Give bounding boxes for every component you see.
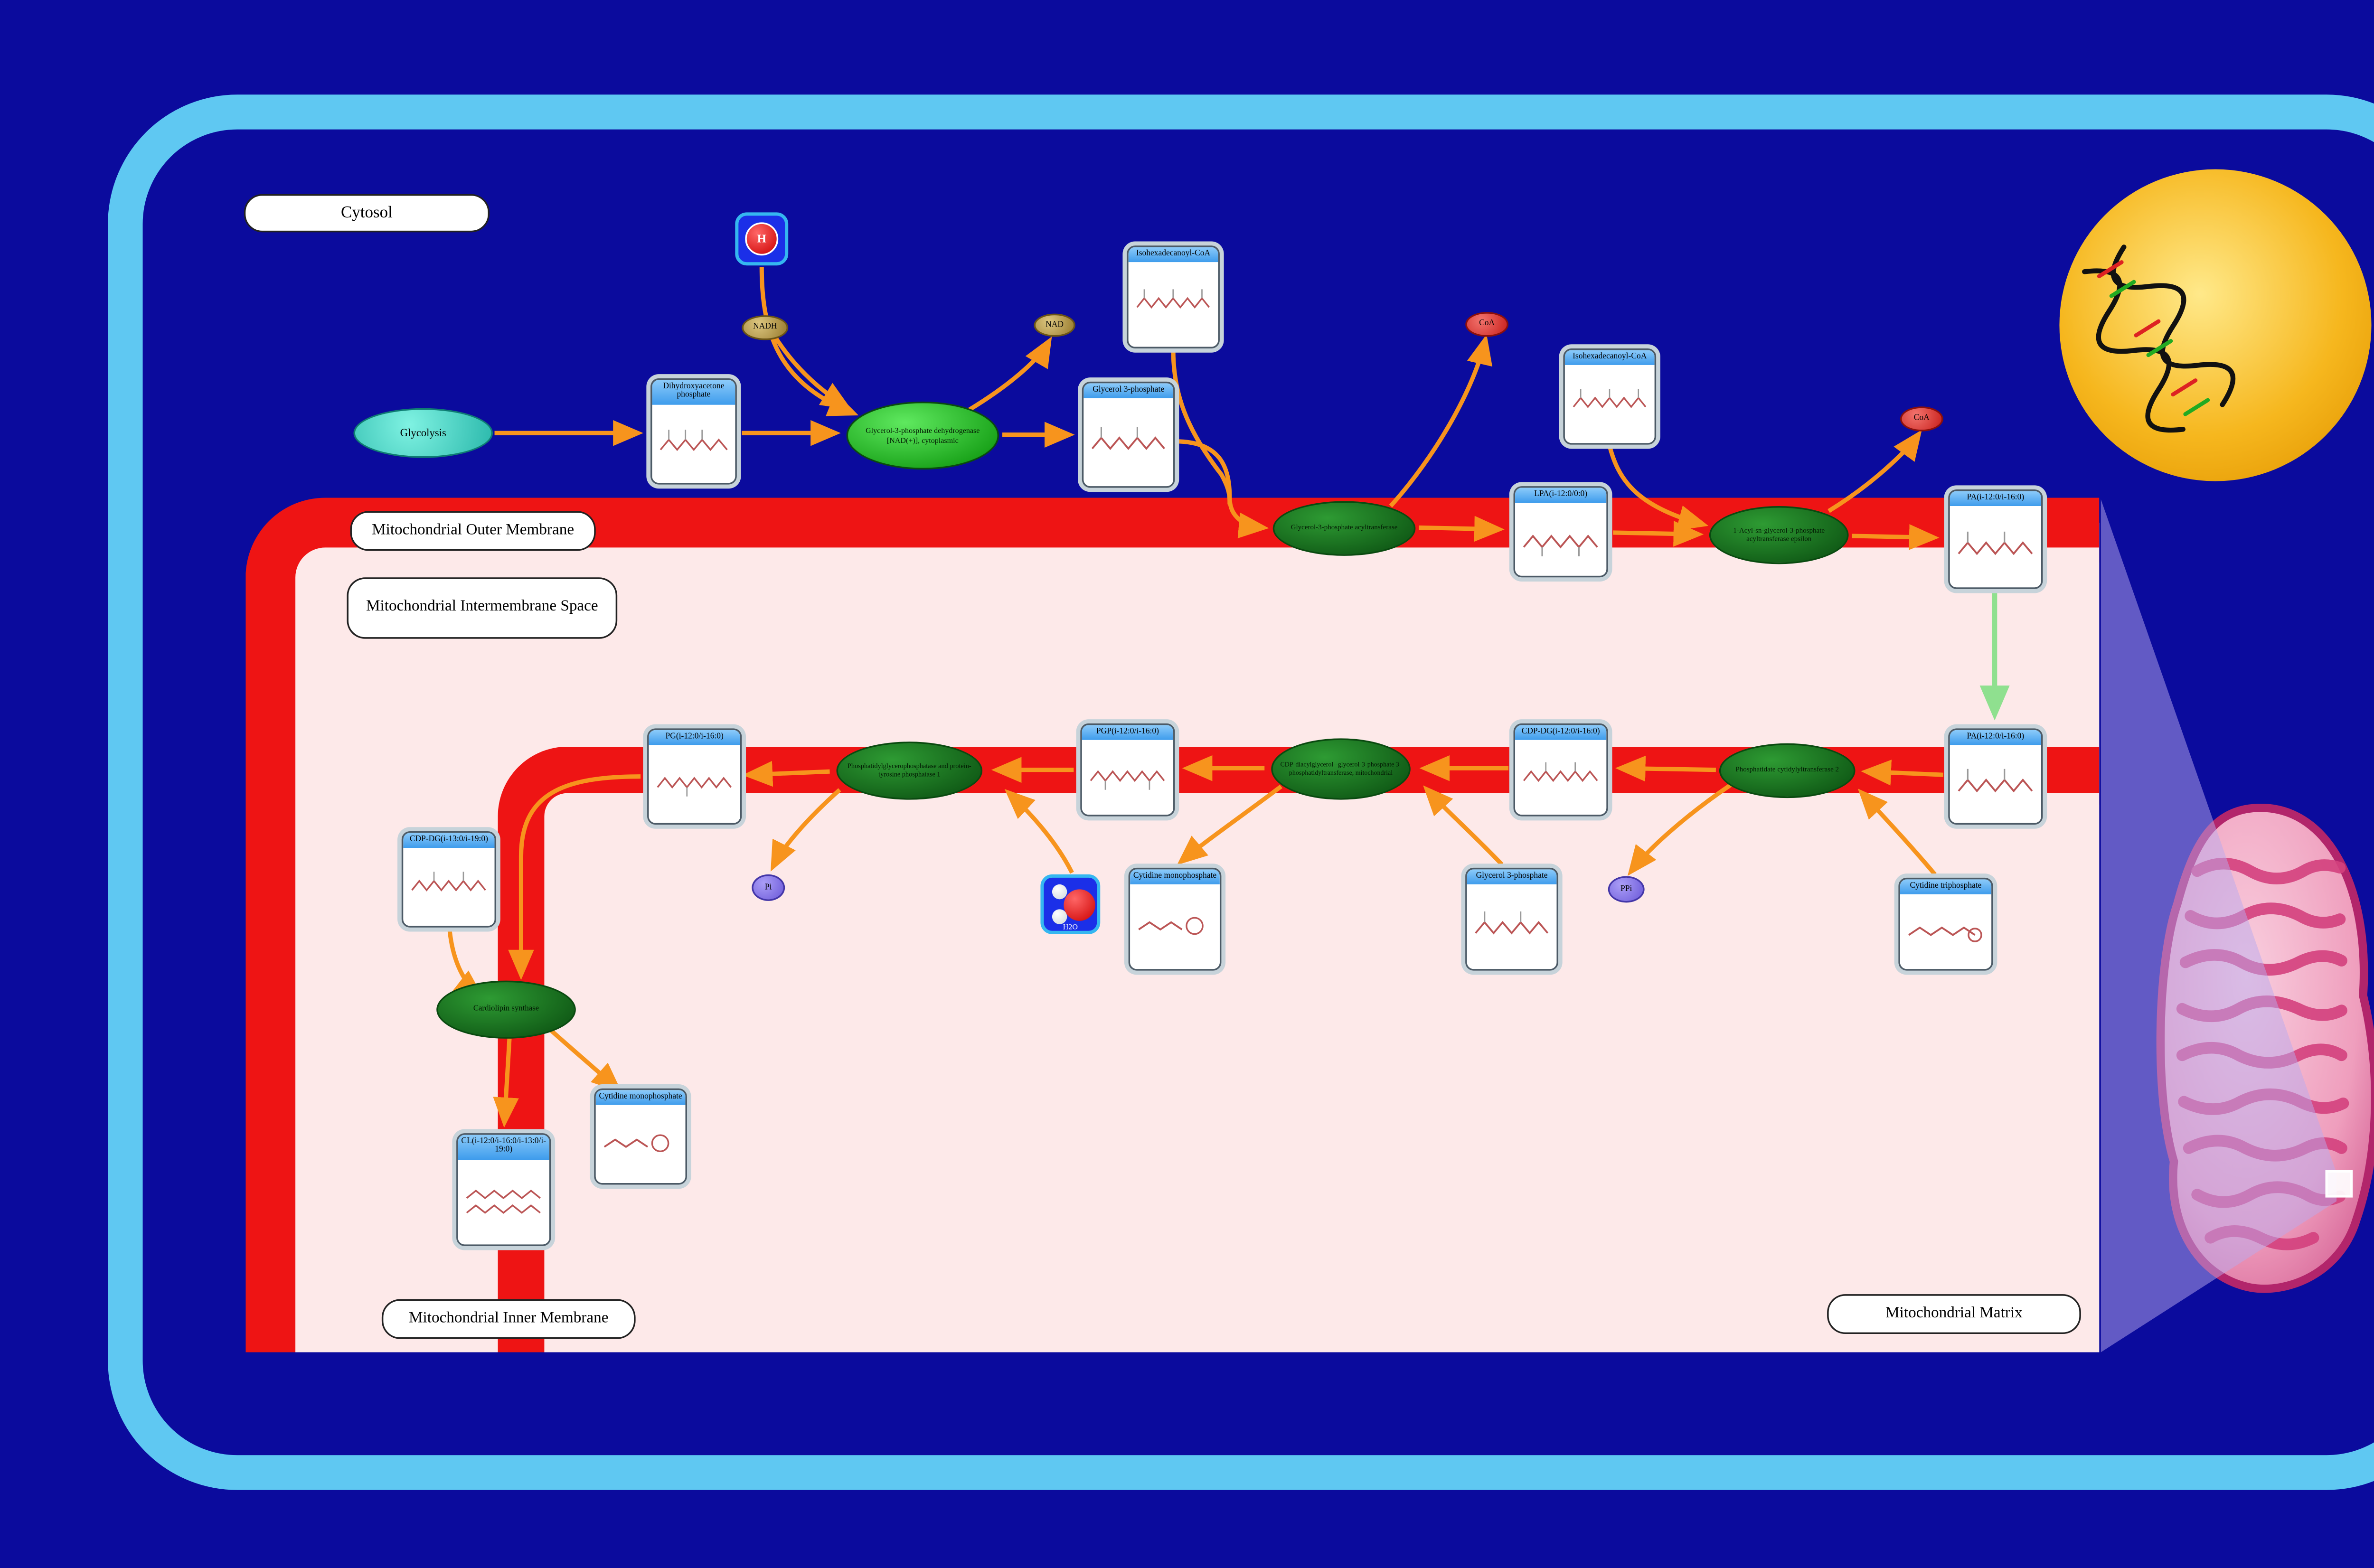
metabolite-cdp-dg-2[interactable]: CDP-DG(i-13:0/i-19:0) <box>401 831 497 928</box>
enzyme-cds2[interactable]: Phosphatidate cytidylyltransferase 2 <box>1719 743 1856 798</box>
chemical-structure <box>1467 884 1557 969</box>
metabolite-isohexadecanoyl-coa-1[interactable]: Isohexadecanoyl-CoA <box>1127 245 1220 348</box>
cofactor-coa-1[interactable]: CoA <box>1465 312 1509 337</box>
cofactor-nad[interactable]: NAD <box>1034 313 1075 337</box>
chemical-structure <box>1082 739 1174 815</box>
inner-membrane-label: Mitochondrial Inner Membrane <box>381 1299 636 1339</box>
chemical-structure <box>1083 397 1174 487</box>
enzyme-ptpmt1[interactable]: Phosphatidylglycerophosphatase and prote… <box>836 742 983 800</box>
chemical-structure <box>1515 502 1607 576</box>
metabolite-pgp[interactable]: PGP(i-12:0/i-16:0) <box>1080 723 1175 817</box>
cofactor-pi[interactable]: Pi <box>752 874 785 901</box>
metabolite-ctp[interactable]: Cytidine triphosphate <box>1898 877 1993 971</box>
enzyme-pgs1[interactable]: CDP-diacylglycerol--glycerol-3-phosphate… <box>1271 738 1411 800</box>
mitochondrial-inner-membrane <box>498 746 2100 1352</box>
enzyme-crls1[interactable]: Cardiolipin synthase <box>436 980 576 1039</box>
chemical-structure <box>1515 739 1607 815</box>
chemical-structure <box>1130 884 1220 969</box>
metabolite-cmp-2[interactable]: Cytidine monophosphate <box>594 1088 687 1185</box>
intermembrane-space-label: Mitochondrial Intermembrane Space <box>347 577 618 639</box>
pathway-node-glycolysis[interactable]: Glycolysis <box>353 408 493 458</box>
chemical-structure <box>1900 893 1992 969</box>
enzyme-gpat[interactable]: Glycerol-3-phosphate acyltransferase <box>1272 501 1416 556</box>
metabolite-g3p-matrix[interactable]: Glycerol 3-phosphate <box>1465 867 1558 971</box>
water-molecule-icon[interactable]: H2O <box>1040 874 1101 934</box>
chemical-structure <box>1950 744 2041 823</box>
chemical-structure <box>649 744 740 823</box>
outer-membrane-label: Mitochondrial Outer Membrane <box>350 511 596 551</box>
metabolite-cl[interactable]: CL(i-12:0/i-16:0/i-13:0/i-19:0) <box>456 1133 551 1246</box>
metabolite-cdp-dg-1[interactable]: CDP-DG(i-12:0/i-16:0) <box>1513 723 1608 817</box>
metabolite-pa-inner[interactable]: PA(i-12:0/i-16:0) <box>1948 728 2043 825</box>
cofactor-ppi[interactable]: PPi <box>1608 876 1645 903</box>
metabolite-cmp-1[interactable]: Cytidine monophosphate <box>1128 867 1222 971</box>
enzyme-gpd1[interactable]: Glycerol-3-phosphate dehydrogenase [NAD(… <box>846 401 999 470</box>
chemical-structure <box>458 1159 549 1245</box>
metabolite-pa-outer[interactable]: PA(i-12:0/i-16:0) <box>1948 489 2043 589</box>
enzyme-agpat[interactable]: 1-Acyl-sn-glycerol-3-phosphate acyltrans… <box>1709 506 1849 564</box>
cofactor-coa-2[interactable]: CoA <box>1900 406 1943 432</box>
metabolite-lpa[interactable]: LPA(i-12:0/0:0) <box>1513 486 1608 578</box>
proton-icon[interactable]: H <box>735 212 789 266</box>
chemical-structure <box>403 847 495 926</box>
chemical-structure <box>595 1104 686 1183</box>
metabolite-g3p-cytosol[interactable]: Glycerol 3-phosphate <box>1082 381 1175 488</box>
cofactor-nadh[interactable]: NADH <box>742 315 789 340</box>
cytosol-label: Cytosol <box>244 194 490 233</box>
metabolite-isohexadecanoyl-coa-2[interactable]: Isohexadecanoyl-CoA <box>1563 348 1657 445</box>
metabolite-pg[interactable]: PG(i-12:0/i-16:0) <box>647 728 742 825</box>
chemical-structure <box>1564 365 1655 443</box>
metabolite-dhap[interactable]: Dihydroxyacetone phosphate <box>650 378 737 485</box>
chemical-structure <box>1950 506 2041 588</box>
chemical-structure <box>1128 262 1218 347</box>
matrix-label: Mitochondrial Matrix <box>1827 1294 2081 1334</box>
chemical-structure <box>652 404 735 483</box>
